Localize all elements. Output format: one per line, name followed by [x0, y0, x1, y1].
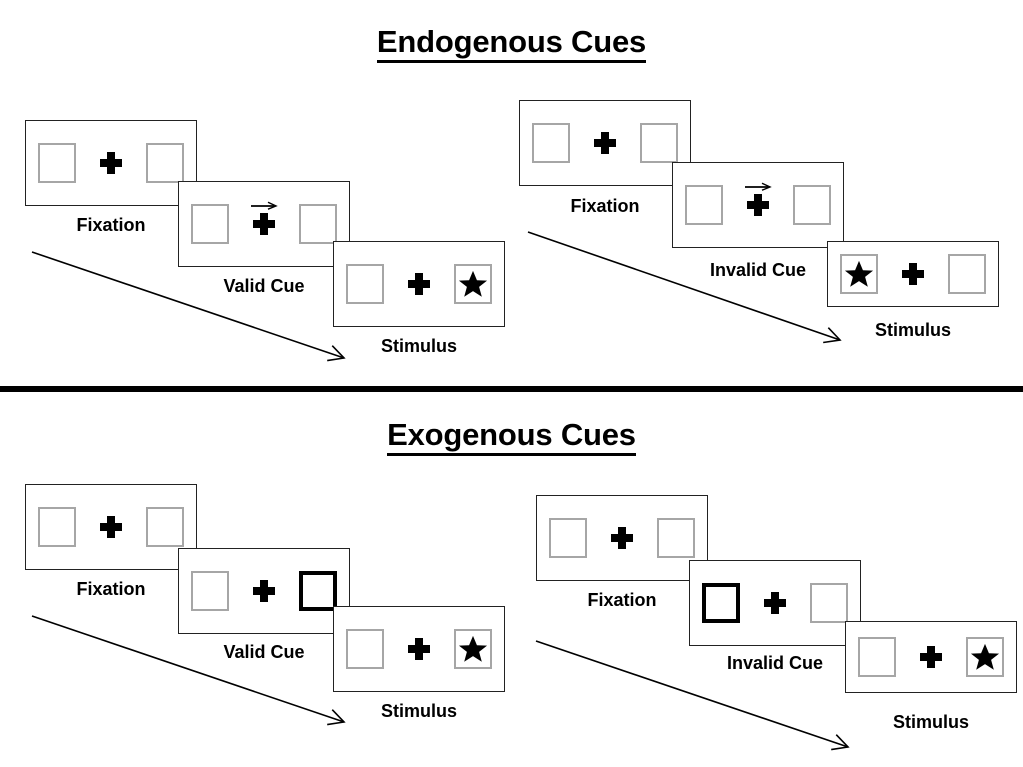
stimulus-box-right	[657, 518, 695, 558]
panel-contents-exo-valid-fixation	[26, 485, 196, 569]
star-icon	[844, 260, 874, 287]
section-title-exogenous: Exogenous Cues	[0, 417, 1023, 456]
stimulus-box-left	[685, 185, 723, 225]
panel-label-endo-invalid-stimulus: Stimulus	[874, 320, 951, 340]
panel-center-endo-valid-stimulus	[402, 273, 436, 295]
fixation-cross-icon	[902, 263, 924, 285]
trial-panel-exo-valid-cue	[178, 548, 350, 634]
panel-contents-endo-valid-stimulus	[334, 242, 504, 326]
stimulus-box-left	[38, 143, 76, 183]
panel-center-exo-invalid-cue	[758, 592, 792, 614]
panel-contents-endo-invalid-fixation	[520, 101, 690, 185]
fixation-cross-icon	[100, 152, 122, 174]
panel-contents-endo-valid-fixation	[26, 121, 196, 205]
stimulus-box-right	[299, 204, 337, 244]
star-icon	[458, 635, 488, 662]
section-title-endogenous: Endogenous Cues	[0, 24, 1023, 63]
panel-center-endo-valid-cue	[247, 201, 281, 235]
panel-center-exo-valid-fixation	[94, 516, 128, 538]
section-title-text-endogenous: Endogenous Cues	[376, 25, 646, 63]
sequence-flow-arrow-icon-endogenous-invalid	[527, 231, 842, 344]
section-title-text-exogenous: Exogenous Cues	[387, 418, 636, 456]
stimulus-box-left-cued	[702, 583, 740, 623]
panel-label-endo-invalid-cue: Invalid Cue	[709, 260, 807, 280]
panel-center-exo-valid-stimulus	[402, 638, 436, 660]
trial-panel-endo-valid-stimulus	[333, 241, 505, 327]
star-icon	[458, 270, 488, 297]
panel-center-endo-valid-fixation	[94, 152, 128, 174]
fixation-cross-icon	[408, 273, 430, 295]
panel-label-endo-valid-fixation: Fixation	[76, 215, 146, 235]
stimulus-box-right	[146, 507, 184, 547]
fixation-cross-icon	[764, 592, 786, 614]
stimulus-box-left	[549, 518, 587, 558]
trial-panel-exo-invalid-fixation	[536, 495, 708, 581]
stimulus-box-right-cued	[299, 571, 337, 611]
stimulus-box-left	[191, 571, 229, 611]
panel-contents-exo-valid-cue	[179, 549, 349, 633]
trial-panel-endo-invalid-stimulus	[827, 241, 999, 307]
trial-panel-exo-valid-fixation	[25, 484, 197, 570]
stimulus-box-right	[966, 637, 1004, 677]
panel-contents-endo-valid-cue	[179, 182, 349, 266]
fixation-cross-icon	[253, 213, 275, 235]
trial-panel-endo-invalid-fixation	[519, 100, 691, 186]
stimulus-box-right	[948, 254, 986, 294]
stimulus-box-left	[858, 637, 896, 677]
right-arrow-cue-icon	[251, 201, 278, 210]
trial-panel-endo-invalid-cue	[672, 162, 844, 248]
sequence-flow-arrow-icon-exogenous-invalid	[535, 640, 850, 751]
fixation-cross-icon	[253, 580, 275, 602]
sequence-flow-arrow-icon-endogenous-valid	[31, 251, 346, 362]
trial-panel-exo-invalid-cue	[689, 560, 861, 646]
panel-center-exo-valid-cue	[247, 580, 281, 602]
panel-center-exo-invalid-stimulus	[914, 646, 948, 668]
panel-center-exo-invalid-fixation	[605, 527, 639, 549]
panel-label-exo-valid-cue: Valid Cue	[223, 642, 305, 662]
stimulus-box-left	[38, 507, 76, 547]
panel-center-endo-invalid-fixation	[588, 132, 622, 154]
fixation-cross-icon	[594, 132, 616, 154]
stimulus-box-right	[640, 123, 678, 163]
fixation-cross-icon	[920, 646, 942, 668]
star-icon	[970, 643, 1000, 670]
panel-label-exo-invalid-fixation: Fixation	[587, 590, 657, 610]
trial-panel-endo-valid-cue	[178, 181, 350, 267]
trial-panel-endo-valid-fixation	[25, 120, 197, 206]
panel-label-endo-invalid-fixation: Fixation	[570, 196, 640, 216]
panel-label-exo-valid-stimulus: Stimulus	[380, 701, 457, 721]
fixation-cross-icon	[611, 527, 633, 549]
panel-label-exo-valid-fixation: Fixation	[76, 579, 146, 599]
panel-contents-exo-invalid-stimulus	[846, 622, 1016, 692]
stimulus-box-right	[454, 629, 492, 669]
fixation-cross-icon	[408, 638, 430, 660]
stimulus-box-left	[346, 264, 384, 304]
panel-center-endo-invalid-cue	[741, 182, 775, 216]
stimulus-box-left	[532, 123, 570, 163]
panel-label-endo-valid-stimulus: Stimulus	[380, 336, 457, 356]
panel-contents-endo-invalid-cue	[673, 163, 843, 247]
fixation-cross-icon	[100, 516, 122, 538]
panel-label-exo-invalid-stimulus: Stimulus	[892, 712, 969, 732]
stimulus-box-left	[191, 204, 229, 244]
panel-label-endo-valid-cue: Valid Cue	[223, 276, 305, 296]
trial-panel-exo-invalid-stimulus	[845, 621, 1017, 693]
stimulus-box-left	[840, 254, 878, 294]
panel-contents-exo-invalid-fixation	[537, 496, 707, 580]
stimulus-box-right	[454, 264, 492, 304]
right-arrow-cue-icon	[745, 182, 772, 191]
panel-contents-endo-invalid-stimulus	[828, 242, 998, 306]
stimulus-box-right	[810, 583, 848, 623]
stimulus-box-right	[146, 143, 184, 183]
section-divider	[0, 386, 1023, 392]
panel-center-endo-invalid-stimulus	[896, 263, 930, 285]
panel-label-exo-invalid-cue: Invalid Cue	[726, 653, 824, 673]
stimulus-box-left	[346, 629, 384, 669]
trial-panel-exo-valid-stimulus	[333, 606, 505, 692]
panel-contents-exo-valid-stimulus	[334, 607, 504, 691]
stimulus-box-right	[793, 185, 831, 225]
sequence-flow-arrow-icon-exogenous-valid	[31, 615, 346, 726]
panel-contents-exo-invalid-cue	[690, 561, 860, 645]
fixation-cross-icon	[747, 194, 769, 216]
